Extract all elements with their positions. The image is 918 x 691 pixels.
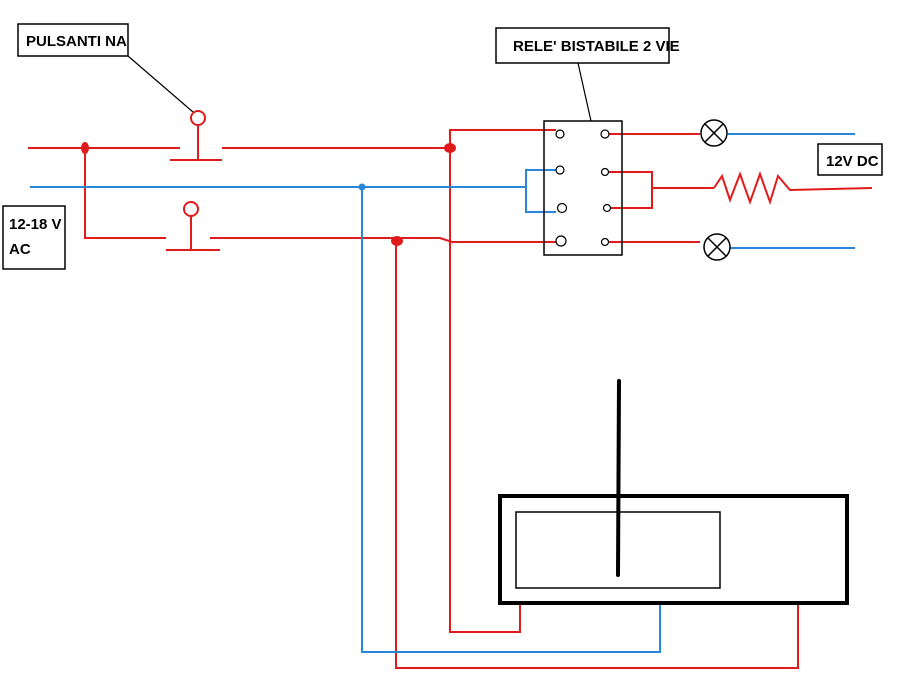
receiver-module — [498, 494, 849, 605]
ac-label-box: 12-18 V AC — [2, 205, 66, 270]
junction-top-right — [444, 143, 456, 153]
rele-leader — [577, 62, 592, 122]
junction-neutral — [358, 183, 366, 191]
phase-wires — [28, 124, 873, 669]
rele-label: RELE' BISTABILE 2 VIE — [513, 38, 680, 55]
ac-label-line1: 12-18 V — [9, 216, 62, 233]
relay-body — [543, 120, 623, 256]
junction-bottom — [391, 236, 403, 246]
pushbutton-top-cap — [190, 110, 206, 126]
dc-label: 12V DC — [826, 153, 879, 170]
pulsanti-label-box: PULSANTI NA — [17, 23, 129, 57]
lamp-bottom-icon — [703, 233, 731, 261]
pulsanti-leader — [127, 55, 194, 113]
pulsanti-label: PULSANTI NA — [26, 33, 127, 50]
neutral-wires — [30, 133, 855, 653]
ac-label-line2: AC — [9, 241, 31, 258]
antenna — [616, 379, 621, 577]
relay-terminals — [555, 129, 612, 247]
junction-top-left — [81, 142, 89, 154]
lamp-top-icon — [700, 119, 728, 147]
pushbutton-bottom-cap — [183, 201, 199, 217]
dc-label-box: 12V DC — [817, 143, 883, 176]
rele-label-box: RELE' BISTABILE 2 VIE — [495, 27, 680, 64]
